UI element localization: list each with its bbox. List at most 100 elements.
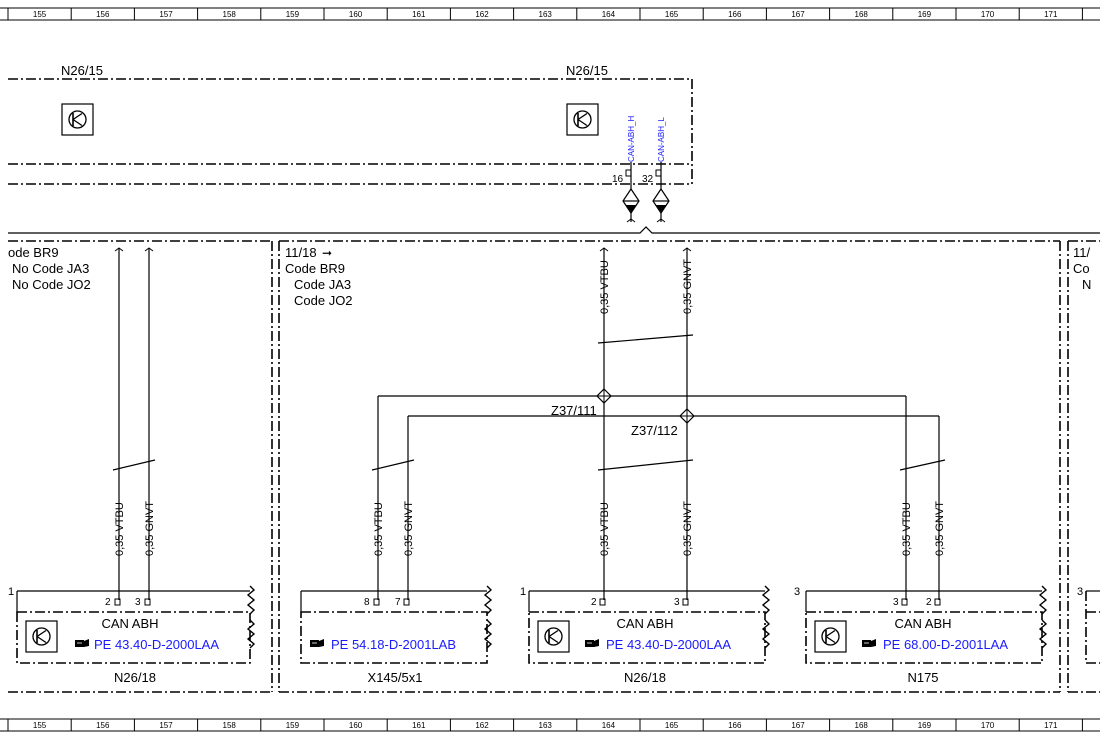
connector-ref: 3 xyxy=(794,586,800,598)
pin-number: 2 xyxy=(926,597,932,608)
ecu-icon xyxy=(537,620,570,653)
document-ref-icon xyxy=(309,638,325,648)
component-label: N26/18 xyxy=(114,670,156,685)
top-module-label-left: N26/15 xyxy=(61,63,103,78)
ruler-column-label: 157 xyxy=(159,721,173,730)
ground-squiggle xyxy=(1039,619,1047,649)
bus-separator xyxy=(8,226,1100,234)
ruler-column-label: 165 xyxy=(665,10,679,19)
ruler-column-label: 164 xyxy=(602,721,616,730)
pin-number: 32 xyxy=(642,174,654,185)
wire-label: 0,35 GNVT xyxy=(682,259,694,314)
wire-label: 0,35 VTBU xyxy=(114,502,126,556)
doc-ref-link[interactable]: PE 43.40-D-2000LAA xyxy=(606,637,731,652)
connector-ref: 1 xyxy=(520,586,526,598)
code-label: Code BR9 xyxy=(285,261,345,276)
ruler-column-label: 168 xyxy=(855,721,869,730)
connector-icon xyxy=(622,187,640,215)
ruler-column-label: 158 xyxy=(223,10,237,19)
pin-number: 2 xyxy=(105,597,111,608)
pin-number: 2 xyxy=(591,597,597,608)
module-n26-18: 0,35 VTBU 0,35 GNVT 1 2 3 CAN ABH PE 43.… xyxy=(520,501,770,685)
ruler-column-label: 159 xyxy=(286,721,300,730)
doc-ref-link[interactable]: PE 43.40-D-2000LAA xyxy=(94,637,219,652)
left-panel: ode BR9 No Code JA3 No Code JO2 0,35 VTB… xyxy=(8,240,273,693)
connector-ref: 3 xyxy=(1077,586,1083,598)
ruler-column-label: 171 xyxy=(1044,721,1058,730)
ground-squiggle xyxy=(1039,585,1047,615)
ruler-column-label: 159 xyxy=(286,10,300,19)
code-label: ode BR9 xyxy=(8,245,59,260)
ruler-column-label: 161 xyxy=(412,10,426,19)
code-label: Code JA3 xyxy=(294,277,351,292)
wire-label: 0,35 GNVT xyxy=(934,501,946,556)
splice-label: Z37/112 xyxy=(631,423,678,438)
ruler-column-label: 164 xyxy=(602,10,616,19)
bus-name: CAN ABH xyxy=(101,616,158,631)
component-label: X145/5x1 xyxy=(368,670,423,685)
wire-label: 0,35 GNVT xyxy=(682,501,694,556)
ruler-column-label: 160 xyxy=(349,10,363,19)
top-module-label-right: N26/15 xyxy=(566,63,608,78)
pin-signal: CAN-ABH_L xyxy=(657,117,666,162)
ruler-column-label: 160 xyxy=(349,721,363,730)
pin-number: 8 xyxy=(364,597,370,608)
connector-icon xyxy=(652,187,670,215)
ruler-column-label: 167 xyxy=(791,721,805,730)
pin-number: 3 xyxy=(674,597,680,608)
ruler-column-label: 163 xyxy=(539,721,553,730)
ground-squiggle xyxy=(762,585,770,615)
ruler-column-label: 163 xyxy=(539,10,553,19)
arrow-right-icon: ➞ xyxy=(322,246,332,260)
document-ref-icon xyxy=(74,638,90,648)
page-ref: 11/18 xyxy=(285,245,317,260)
pin-number: 16 xyxy=(612,174,624,185)
ecu-icon xyxy=(814,620,847,653)
ruler-column-label: 168 xyxy=(855,10,869,19)
wire-label: 0,35 GNVT xyxy=(144,501,156,556)
ruler-column-label: 167 xyxy=(791,10,805,19)
page-ref: 11/ xyxy=(1073,245,1090,260)
ruler-column-label: 171 xyxy=(1044,10,1058,19)
splice-label: Z37/111 xyxy=(551,403,597,418)
code-label: Co xyxy=(1073,261,1090,276)
ruler-column-label: 169 xyxy=(918,721,932,730)
ruler-column-label: 161 xyxy=(412,721,426,730)
ruler-column-label: 166 xyxy=(728,10,742,19)
doc-ref-link[interactable]: PE 68.00-D-2001LAA xyxy=(883,637,1008,652)
ruler-column-label: 157 xyxy=(159,10,173,19)
wire-label: 0,35 VTBU xyxy=(599,502,611,556)
pin-number: 3 xyxy=(135,597,141,608)
ruler-column-label: 170 xyxy=(981,10,995,19)
module-n175: 0,35 VTBU 0,35 GNVT 3 3 2 CAN ABH PE 68.… xyxy=(794,501,1047,685)
ruler-column-label: 155 xyxy=(33,721,47,730)
module-x145: 0,35 VTBU 0,35 GNVT 8 7 PE 54.18-D-2001L… xyxy=(300,501,492,685)
right-panel: 11/ Co N 3 xyxy=(1067,240,1100,693)
pin-number: 3 xyxy=(893,597,899,608)
bus-name: CAN ABH xyxy=(616,616,673,631)
wire-label: 0,35 VTBU xyxy=(373,502,385,556)
ecu-icon xyxy=(566,103,599,136)
code-label: N xyxy=(1082,277,1091,292)
ruler-column-label: 162 xyxy=(475,10,489,19)
component-label: N175 xyxy=(907,670,938,685)
pin-signal: CAN-ABH_H xyxy=(627,116,636,162)
ruler-column-label: 156 xyxy=(96,721,110,730)
ruler-column-label: 158 xyxy=(223,721,237,730)
doc-ref-link[interactable]: PE 54.18-D-2001LAB xyxy=(331,637,456,652)
bus-name: CAN ABH xyxy=(894,616,951,631)
ruler-column-label: 165 xyxy=(665,721,679,730)
top-module: N26/15 N26/15 16 32 CAN-ABH_H CAN-ABH_L xyxy=(8,63,693,223)
center-panel: 11/18 ➞ Code BR9 Code JA3 Code JO2 0,35 … xyxy=(278,240,1061,693)
document-ref-icon xyxy=(861,638,877,648)
ecu-icon xyxy=(61,103,94,136)
splice-icon xyxy=(679,408,695,424)
wire-label: 0,35 VTBU xyxy=(901,502,913,556)
ecu-icon xyxy=(25,620,58,653)
wire-label: 0,35 GNVT xyxy=(403,501,415,556)
ruler-column-label: 170 xyxy=(981,721,995,730)
splice-icon xyxy=(596,388,612,404)
